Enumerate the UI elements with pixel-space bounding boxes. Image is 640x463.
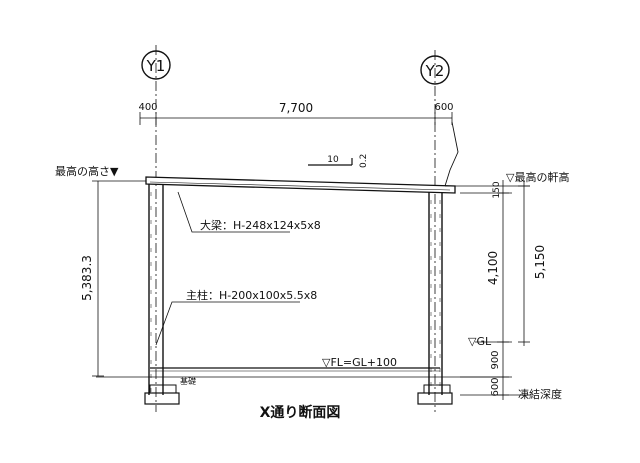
dim-left-offset: 400 <box>138 102 157 113</box>
fl-label: ▽FL=GL+100 <box>322 356 397 369</box>
right-height-dimensions: 150 4,100 900 600 5,150 <box>445 180 547 400</box>
gl-label: ▽GL <box>468 335 492 348</box>
left-footing <box>144 384 180 405</box>
column-label: 主柱：H-200x100x5.5x8 <box>186 288 317 302</box>
grid-label-y1: Y1 <box>146 57 166 75</box>
roof-slope-indicator: 10 0.2 <box>308 154 369 168</box>
dim-frost-600: 600 <box>490 377 501 396</box>
dim-column-4100: 4,100 <box>486 251 500 285</box>
right-footing <box>417 384 453 405</box>
beam-label: 大梁：H-248x124x5x8 <box>200 218 321 232</box>
dim-total-5150: 5,150 <box>533 245 547 279</box>
max-height-label: 最高の高さ▼ <box>55 164 119 178</box>
dim-eave-150: 150 <box>492 181 502 198</box>
right-column <box>428 192 443 395</box>
column-callout: 主柱：H-200x100x5.5x8 <box>155 288 317 346</box>
dim-gl-900: 900 <box>490 350 501 369</box>
dim-span: 7,700 <box>279 101 313 115</box>
slope-rise: 0.2 <box>359 154 369 168</box>
left-height-dimension: 5,383.3 <box>80 180 146 377</box>
roof-beam <box>145 176 456 194</box>
left-column <box>148 184 164 395</box>
dim-left-total-height: 5,383.3 <box>80 255 94 301</box>
footing-note: 基礎 <box>180 376 196 386</box>
slope-run: 10 <box>327 155 339 165</box>
floor-slab <box>150 367 440 372</box>
grid-label-y2: Y2 <box>425 62 445 80</box>
dim-right-offset: 600 <box>434 102 453 113</box>
frost-depth-label: 凍結深度 <box>518 387 562 401</box>
drawing-title: X通り断面図 <box>260 404 341 421</box>
top-dimension: 400 7,700 600 <box>138 101 454 125</box>
beam-callout: 大梁：H-248x124x5x8 <box>177 191 321 233</box>
max-eave-label: ▽最高の軒高 <box>506 170 569 184</box>
gable-outline <box>444 121 459 187</box>
